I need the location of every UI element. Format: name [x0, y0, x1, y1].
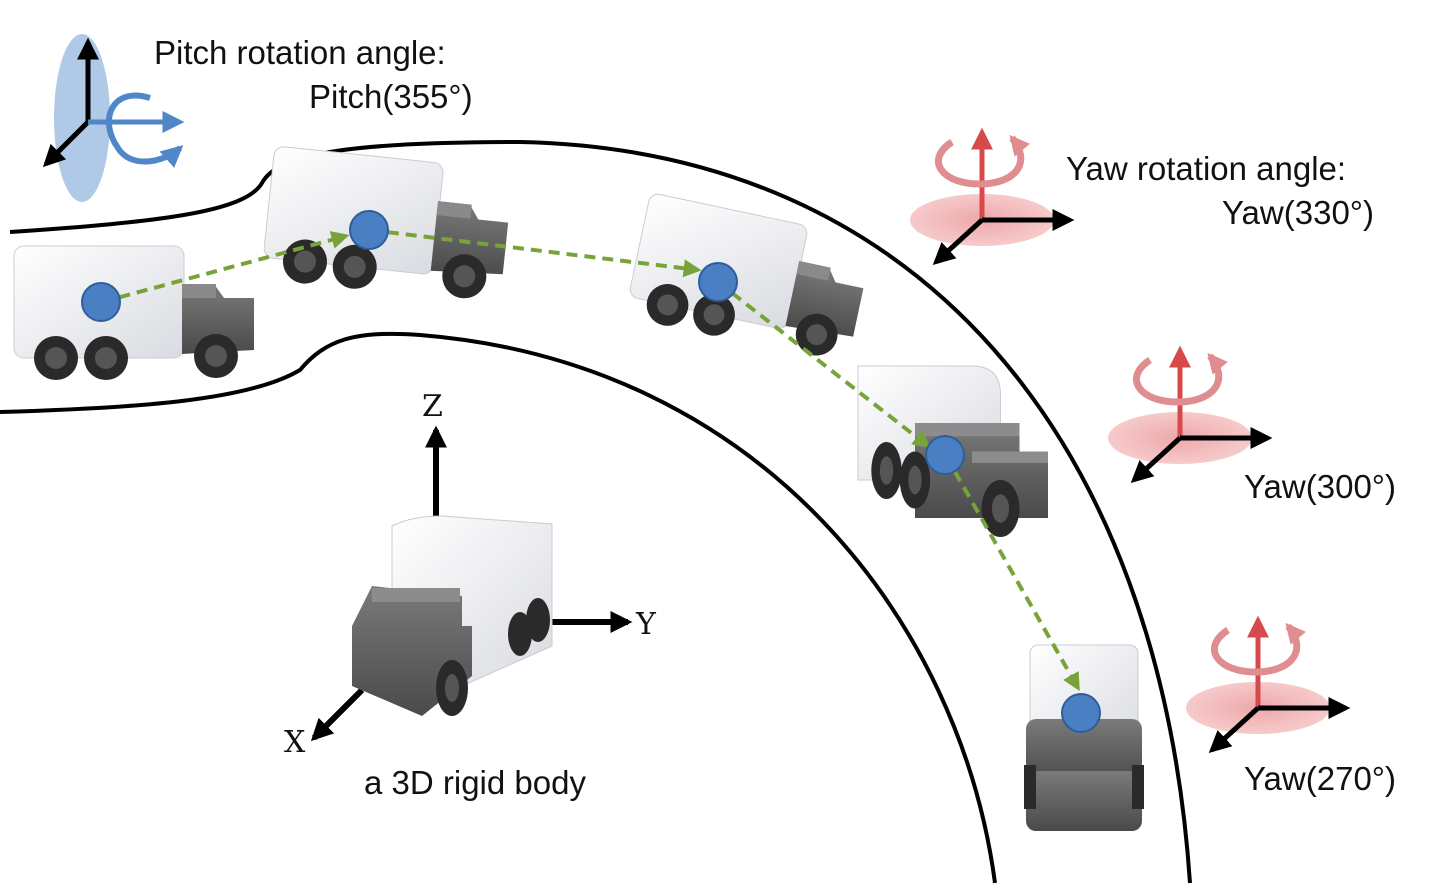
- road-inner-edge: [0, 331, 997, 883]
- trajectory: [101, 228, 1080, 692]
- pose-marker: [925, 435, 965, 475]
- pose-marker: [1061, 693, 1101, 733]
- axis-label-y: Y: [635, 607, 657, 642]
- truck-icon: [13, 245, 255, 381]
- yaw-legend-title: Yaw rotation angle:: [1066, 150, 1347, 187]
- axis-label-x: X: [284, 725, 306, 760]
- truck-icon: [352, 515, 553, 716]
- pitch-rotation-icon: [42, 34, 185, 202]
- yaw-rotation-icon: [910, 132, 1070, 262]
- yaw-rotation-icon: [1186, 620, 1346, 750]
- yaw-value-330: Yaw(330°): [1222, 194, 1374, 231]
- pitch-legend-title: Pitch rotation angle:: [154, 34, 446, 71]
- yaw-value-270: Yaw(270°): [1244, 760, 1396, 797]
- pose-marker: [81, 282, 121, 322]
- pitch-legend-value: Pitch(355°): [309, 78, 473, 115]
- yaw-value-300: Yaw(300°): [1244, 468, 1396, 505]
- truck-icon: [1024, 644, 1144, 831]
- rigid-body-caption: a 3D rigid body: [364, 764, 586, 801]
- truck-icon: [623, 192, 875, 365]
- road-outer-edge: [9, 139, 1192, 883]
- coordinate-axes-icon: [310, 425, 633, 742]
- yaw-rotation-icon: [1108, 350, 1268, 480]
- pose-marker: [349, 210, 389, 250]
- axis-label-z: Z: [422, 389, 443, 424]
- pose-marker: [698, 262, 738, 302]
